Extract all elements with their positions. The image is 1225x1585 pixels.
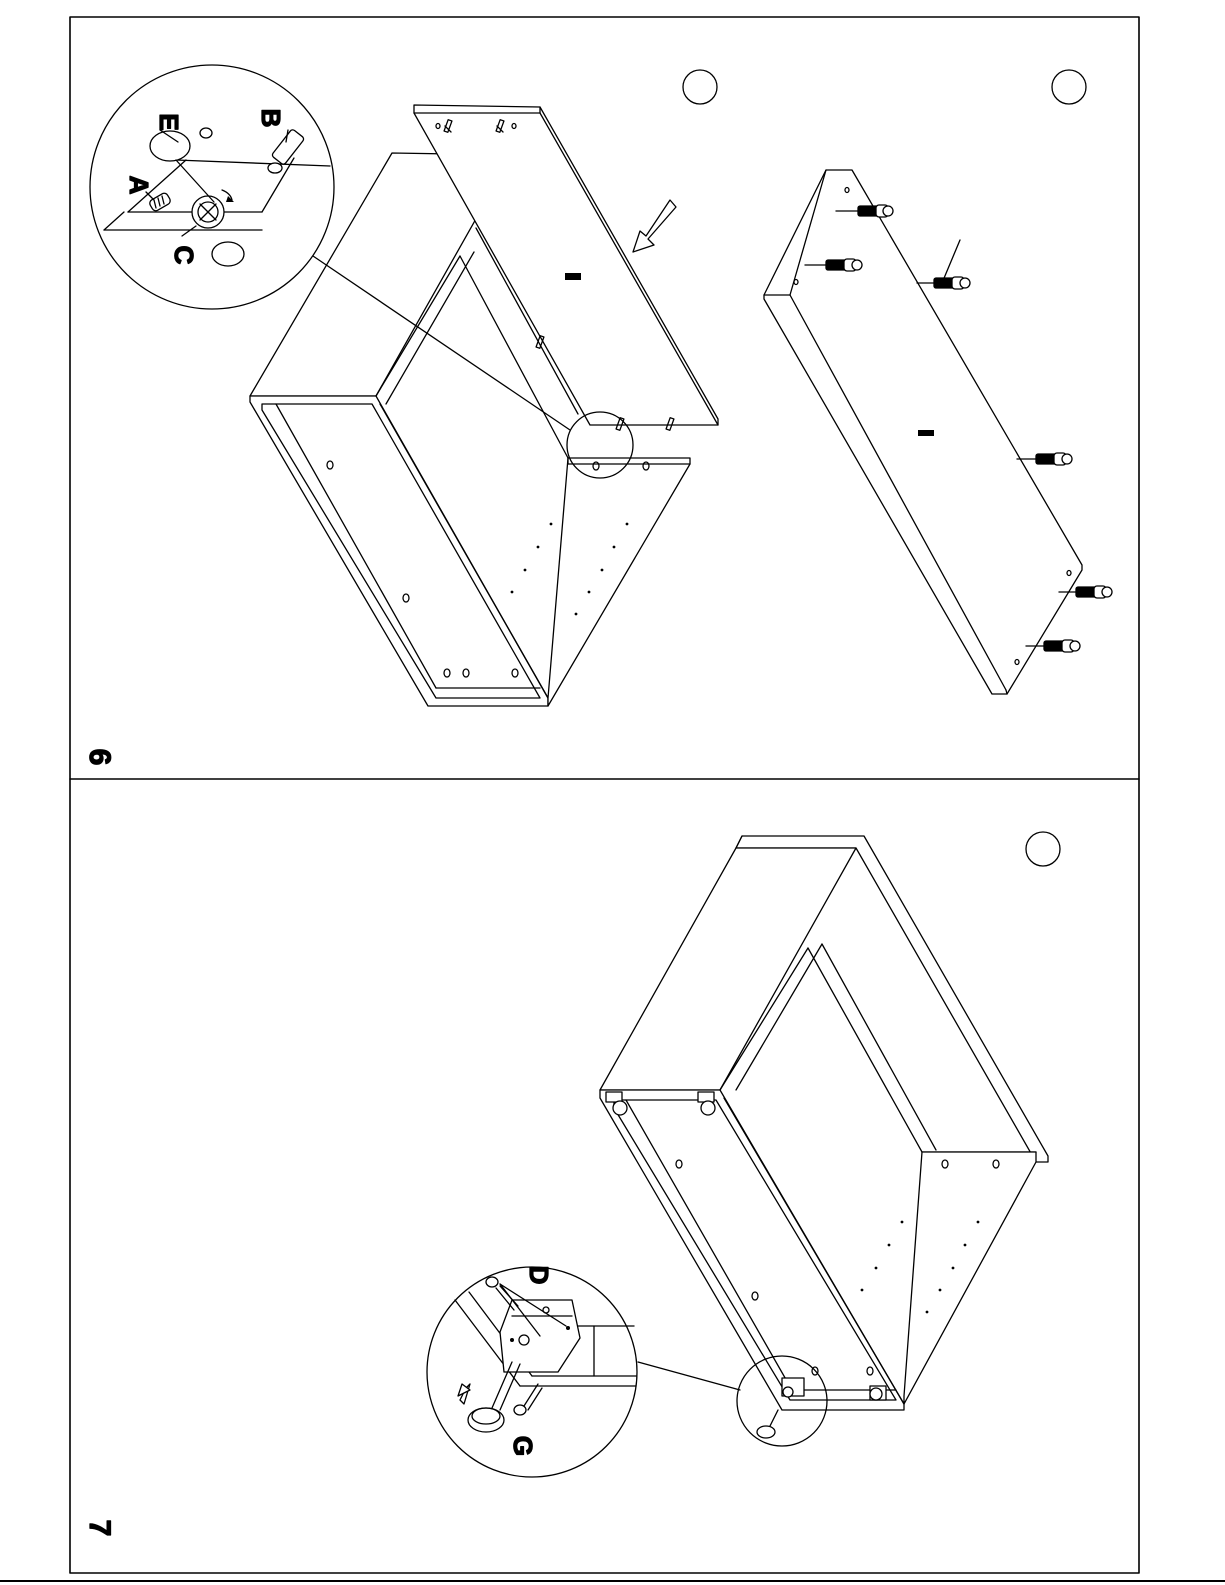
leg-bracket xyxy=(870,1386,886,1400)
part-label-d: D xyxy=(524,1266,554,1285)
callout-circle xyxy=(1026,832,1060,866)
part-label-b: B xyxy=(256,109,286,128)
part-label-c: C xyxy=(169,246,199,265)
cam-lock-detail: E B A C xyxy=(90,65,334,309)
part-label-g: G xyxy=(508,1436,538,1456)
cam-bolt xyxy=(1017,453,1072,465)
part-label-a: A xyxy=(124,176,154,195)
panel-marker: I xyxy=(0,0,7,6)
adjustable-leg xyxy=(757,1426,775,1438)
part-e-disc xyxy=(150,131,190,161)
step-number: 7 xyxy=(83,1520,116,1537)
callout-circle xyxy=(683,70,717,104)
leg-bracket-detail: D G xyxy=(427,1266,637,1477)
assembled-cabinet xyxy=(600,836,1048,1438)
step-6-panel: 6 xyxy=(0,0,1112,765)
insert-arrow-icon xyxy=(633,200,676,252)
callout-circle xyxy=(1052,70,1086,104)
leg-bracket xyxy=(782,1378,804,1397)
step-7-panel: 7 xyxy=(83,832,1060,1536)
part-label-e: E xyxy=(154,113,184,130)
step-number: 6 xyxy=(83,749,116,766)
cam-bolt xyxy=(917,277,970,289)
detail-leader-line xyxy=(638,1362,740,1390)
